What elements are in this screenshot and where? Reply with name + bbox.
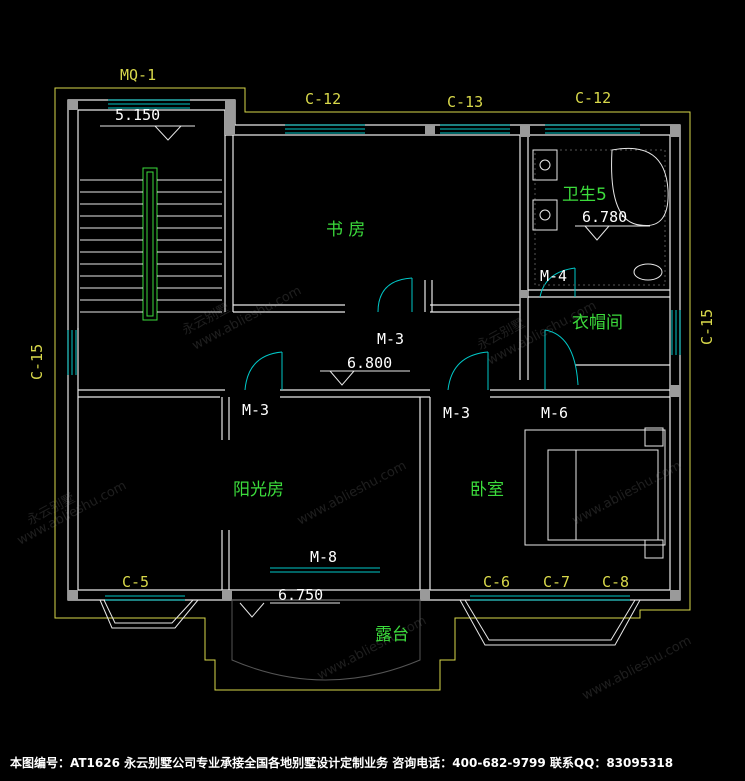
elevation-markers bbox=[100, 125, 650, 618]
room-study: 书 房 bbox=[326, 220, 365, 240]
staircase bbox=[80, 167, 222, 321]
room-sunroom: 阳光房 bbox=[233, 480, 284, 500]
label-m4: M-4 bbox=[540, 267, 567, 285]
elevation-terrace: 6.750 bbox=[278, 586, 323, 604]
bath-fixtures bbox=[532, 147, 669, 286]
floor-plan: 永云别墅 www.ablieshu.com 永云别墅 www.ablieshu.… bbox=[15, 66, 716, 704]
label-mq1: MQ-1 bbox=[120, 66, 156, 84]
room-terrace: 露台 bbox=[375, 625, 409, 645]
exterior-walls bbox=[67, 99, 681, 601]
label-c15-right: C-15 bbox=[698, 309, 716, 345]
label-c7: C-7 bbox=[543, 573, 570, 591]
room-bedroom: 卧室 bbox=[470, 480, 504, 500]
doors bbox=[244, 267, 579, 391]
building-outline bbox=[54, 87, 691, 691]
bay-windows bbox=[99, 599, 641, 646]
label-m6: M-6 bbox=[541, 404, 568, 422]
watermark-url: www.ablieshu.com bbox=[570, 458, 684, 528]
columns bbox=[68, 100, 680, 600]
footer-contact-info: 本图编号：AT1626 永云别墅公司专业承接全国各地别墅设计定制业务 咨询电话：… bbox=[0, 745, 745, 781]
label-m8: M-8 bbox=[310, 548, 337, 566]
terrace bbox=[231, 599, 421, 681]
label-m3-center: M-3 bbox=[377, 330, 404, 348]
label-c12-left: C-12 bbox=[305, 90, 341, 108]
label-c12-right: C-12 bbox=[575, 89, 611, 107]
windows bbox=[67, 99, 681, 601]
label-c6: C-6 bbox=[483, 573, 510, 591]
label-c13: C-13 bbox=[447, 93, 483, 111]
watermark-url: www.ablieshu.com bbox=[315, 613, 429, 683]
elevation-stair: 5.150 bbox=[115, 106, 160, 124]
watermark-url: www.ablieshu.com bbox=[295, 458, 409, 528]
room-closet: 衣帽间 bbox=[572, 313, 623, 333]
elevation-bath: 6.780 bbox=[582, 208, 627, 226]
bed bbox=[524, 427, 666, 559]
label-c15-left: C-15 bbox=[28, 344, 46, 380]
elevation-hall: 6.800 bbox=[347, 354, 392, 372]
label-m3-left: M-3 bbox=[242, 401, 269, 419]
label-c8: C-8 bbox=[602, 573, 629, 591]
room-bath: 卫生5 bbox=[562, 185, 607, 205]
label-c5: C-5 bbox=[122, 573, 149, 591]
label-m3-right: M-3 bbox=[443, 404, 470, 422]
interior-walls bbox=[77, 110, 670, 590]
watermark-url: www.ablieshu.com bbox=[580, 633, 694, 703]
